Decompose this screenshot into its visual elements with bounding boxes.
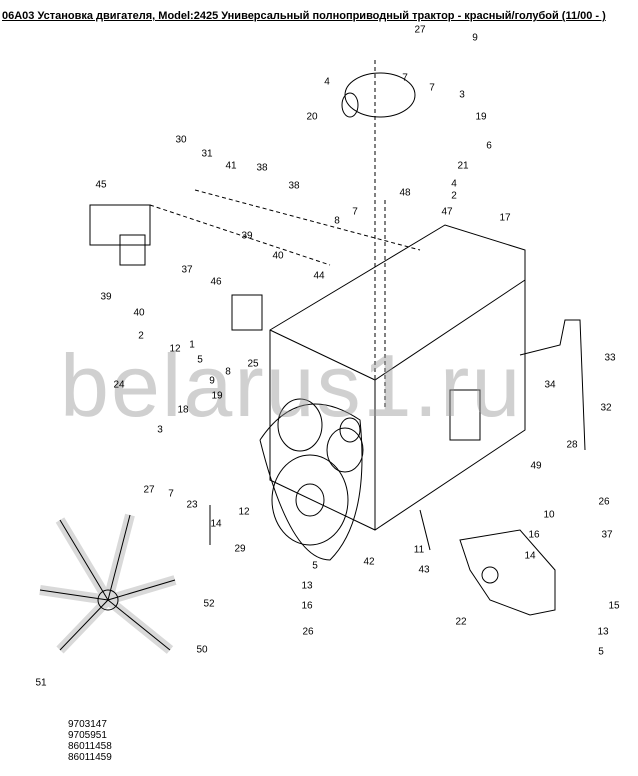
callout-21: 21 [457, 160, 469, 172]
callout-9: 9 [472, 32, 478, 44]
callout-44: 44 [313, 270, 325, 282]
part-number: 86011459 [68, 752, 112, 763]
callout-27: 27 [414, 24, 426, 36]
callout-18: 18 [177, 404, 189, 416]
callout-16: 16 [301, 600, 313, 612]
callout-29: 29 [234, 543, 246, 555]
callout-49: 49 [530, 460, 542, 472]
callout-19: 19 [211, 390, 223, 402]
callout-7: 7 [168, 488, 174, 500]
callout-4: 4 [324, 76, 330, 88]
callout-14: 14 [524, 550, 536, 562]
callout-16: 16 [528, 529, 540, 541]
bracket [459, 529, 556, 616]
callout-25: 25 [247, 358, 259, 370]
callout-24: 24 [113, 379, 125, 391]
callout-34: 34 [544, 379, 556, 391]
callout-33: 33 [604, 352, 616, 364]
callout-52: 52 [203, 598, 215, 610]
callout-2: 2 [451, 190, 457, 202]
callout-37: 37 [181, 264, 193, 276]
callout-41: 41 [225, 160, 237, 172]
callout-7: 7 [352, 206, 358, 218]
callout-14: 14 [210, 518, 222, 530]
callout-43: 43 [418, 564, 430, 576]
callout-3: 3 [157, 424, 163, 436]
callout-12: 12 [238, 506, 250, 518]
callout-32: 32 [600, 402, 612, 414]
callout-40: 40 [133, 307, 145, 319]
leader-lines [149, 60, 421, 410]
callout-3: 3 [459, 89, 465, 101]
callout-51: 51 [35, 677, 47, 689]
callout-26: 26 [302, 626, 314, 638]
callout-38: 38 [288, 180, 300, 192]
callout-48: 48 [399, 187, 411, 199]
callout-30: 30 [175, 134, 187, 146]
fan [39, 513, 177, 654]
callout-2: 2 [138, 330, 144, 342]
fuel-filter [89, 204, 481, 441]
callout-23: 23 [186, 499, 198, 511]
callout-8: 8 [225, 366, 231, 378]
diagram-title: 06A03 Установка двигателя, Model:2425 Ун… [2, 10, 606, 22]
callout-5: 5 [598, 646, 604, 658]
callout-38: 38 [256, 162, 268, 174]
pipes [209, 319, 586, 551]
callout-37: 37 [601, 529, 613, 541]
callout-45: 45 [95, 179, 107, 191]
callout-4: 4 [451, 178, 457, 190]
part-number: 86011458 [68, 741, 112, 752]
part-number-list: 9703147 9705951 86011458 86011459 [68, 719, 112, 763]
callout-22: 22 [455, 616, 467, 628]
compressor [341, 72, 416, 118]
callout-31: 31 [201, 148, 213, 160]
callout-15: 15 [608, 600, 620, 612]
callout-8: 8 [334, 215, 340, 227]
callout-6: 6 [486, 140, 492, 152]
callout-17: 17 [499, 212, 511, 224]
callout-46: 46 [210, 276, 222, 288]
part-number: 9705951 [68, 730, 107, 741]
callout-1: 1 [189, 339, 195, 351]
watermark: belarus1.ru [60, 336, 523, 435]
belt-pulleys [259, 398, 364, 561]
callout-39: 39 [241, 230, 253, 242]
callout-13: 13 [301, 580, 313, 592]
callout-47: 47 [441, 206, 453, 218]
callout-7: 7 [429, 82, 435, 94]
callout-13: 13 [597, 626, 609, 638]
callout-42: 42 [363, 556, 375, 568]
callout-26: 26 [598, 496, 610, 508]
callout-39: 39 [100, 291, 112, 303]
part-number: 9703147 [68, 719, 107, 730]
callout-28: 28 [566, 439, 578, 451]
callout-12: 12 [169, 343, 181, 355]
callout-10: 10 [543, 509, 555, 521]
callout-27: 27 [143, 484, 155, 496]
callout-19: 19 [475, 111, 487, 123]
callout-5: 5 [312, 560, 318, 572]
callout-11: 11 [413, 544, 425, 556]
callout-40: 40 [272, 250, 284, 262]
callout-9: 9 [209, 375, 215, 387]
callout-50: 50 [196, 644, 208, 656]
callout-7: 7 [402, 72, 408, 84]
callout-5: 5 [197, 354, 203, 366]
callout-20: 20 [306, 111, 318, 123]
